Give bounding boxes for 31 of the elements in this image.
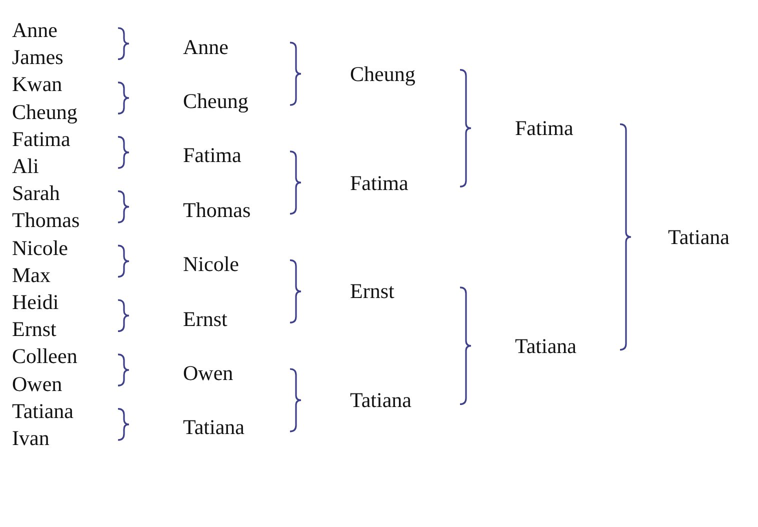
player-name: Fatima xyxy=(183,145,242,166)
player-name: Colleen xyxy=(12,346,78,366)
player-name: Nicole xyxy=(12,238,68,258)
player-name: Ernst xyxy=(12,319,56,340)
player-name: Tatiana xyxy=(12,400,74,421)
player-name: Fatima xyxy=(350,172,408,193)
player-name: Ivan xyxy=(12,428,50,448)
player-name: Thomas xyxy=(183,200,251,220)
player-name: Fatima xyxy=(515,118,574,138)
player-name: Max xyxy=(12,264,50,285)
player-name: James xyxy=(12,47,64,68)
player-name: Ernst xyxy=(350,281,394,302)
player-name: Fatima xyxy=(12,128,70,149)
player-name: Ali xyxy=(12,156,39,176)
player-name: Thomas xyxy=(12,210,80,230)
player-name: Tatiana xyxy=(350,390,412,410)
player-name: Ernst xyxy=(183,308,228,329)
player-name: Kwan xyxy=(12,74,62,94)
player-name: Anne xyxy=(183,36,228,57)
player-name: Sarah xyxy=(12,183,60,204)
player-name: Tatiana xyxy=(668,227,730,247)
player-name: Tatiana xyxy=(183,417,244,438)
player-name: Nicole xyxy=(183,254,239,274)
player-name: Owen xyxy=(183,363,234,383)
player-name: Heidi xyxy=(12,292,59,312)
player-name: Tatiana xyxy=(515,336,576,356)
player-name: Owen xyxy=(12,374,62,394)
player-name: Cheung xyxy=(12,102,78,122)
player-name: Cheung xyxy=(183,91,248,111)
player-name: Anne xyxy=(12,20,58,40)
player-name: Cheung xyxy=(350,64,416,84)
